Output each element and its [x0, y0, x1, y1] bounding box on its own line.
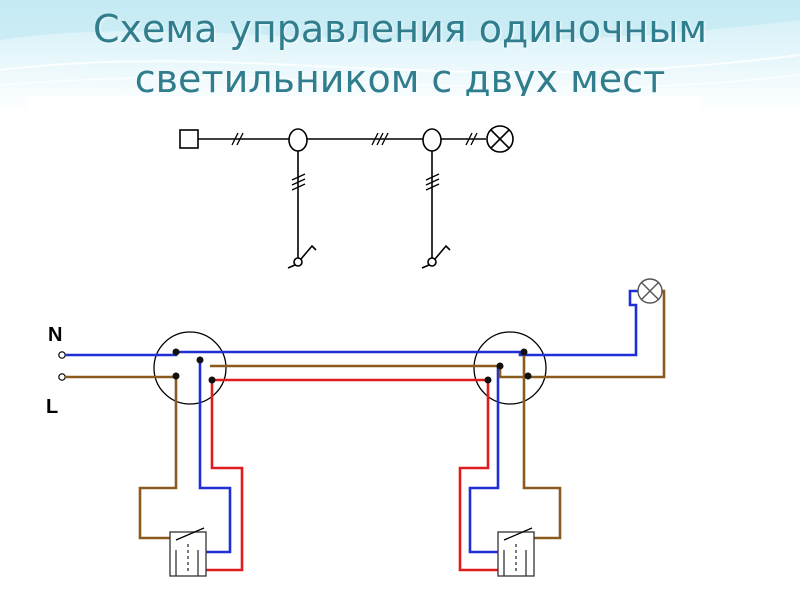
single-line-schematic: [179, 125, 514, 269]
switch-icon-schematic-2: [421, 244, 451, 269]
lamp-return-wire: [530, 289, 666, 379]
slide-title: Схема управления одиночным светильником …: [0, 4, 800, 104]
switch2-brown-drop: [522, 352, 562, 540]
neutral-terminal: [58, 351, 66, 359]
junction-box-icon-2: [422, 128, 442, 152]
slide-header: Схема управления одиночным светильником …: [0, 0, 800, 112]
wiring: [65, 289, 666, 572]
junction-terminals: [172, 348, 532, 384]
wiring-diagram: N L: [46, 125, 666, 577]
switch1-blue-drop: [198, 362, 232, 554]
two-way-switch-icon-2: [497, 527, 535, 577]
junction-box-2: [473, 331, 547, 405]
slide-title-line-2: светильником с двух мест: [134, 57, 666, 101]
switch1-red-drop: [206, 380, 244, 572]
lamp-icon-schematic: [486, 125, 514, 153]
diagram-area: N L: [28, 96, 700, 600]
switch1-brown-drop: [138, 377, 178, 540]
power-source-icon: [179, 129, 199, 149]
live-terminal: [58, 373, 66, 381]
two-way-switch-icon-1: [169, 527, 207, 577]
switch-icon-schematic-1: [287, 244, 317, 269]
switch2-red-drop: [458, 380, 498, 572]
neutral-terminal-label: N: [48, 324, 62, 346]
wire-count-ticks: [231, 132, 478, 146]
neutral-wire-main: [65, 289, 641, 357]
slide-title-line-1: Схема управления одиночным: [93, 7, 707, 51]
drop-ticks: [291, 173, 440, 191]
switch2-blue-drop: [468, 366, 500, 554]
decorative-waves: [0, 0, 800, 89]
live-terminal-label: L: [46, 396, 58, 418]
junction-box-icon-1: [288, 128, 308, 152]
junction2-brown-link: [486, 364, 530, 379]
junction-box-1: [153, 331, 227, 405]
lamp-icon: [637, 278, 663, 304]
